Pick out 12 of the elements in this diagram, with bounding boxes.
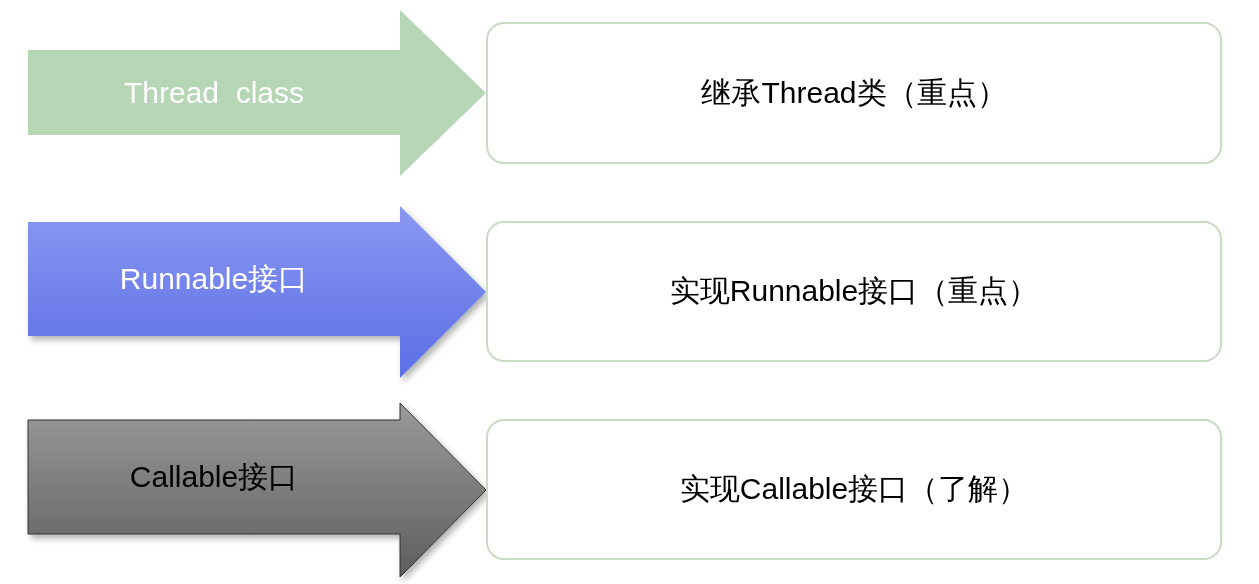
card-text: 实现Callable接口（了解）	[679, 471, 1029, 507]
arrow-label: Runnable接口	[118, 260, 310, 297]
arrow-shape	[28, 10, 486, 176]
text-card	[486, 419, 1222, 560]
card-text: 继承Thread类（重点）	[701, 74, 1007, 111]
arrow-shape	[28, 403, 486, 577]
card-text: 实现Runnable接口（重点）	[669, 273, 1039, 309]
arrow-label: Callable接口	[128, 458, 300, 495]
text-card	[486, 221, 1222, 362]
text-card	[486, 22, 1222, 164]
arrow-label: Thread class	[122, 75, 306, 110]
arrow-shape	[28, 206, 486, 378]
